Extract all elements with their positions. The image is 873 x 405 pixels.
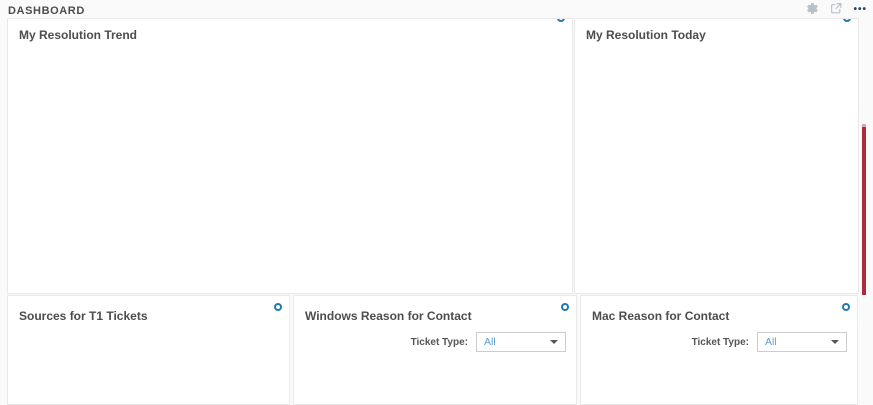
ticket-type-label: Ticket Type:	[410, 336, 468, 348]
more-options-button[interactable]: •••	[853, 5, 867, 15]
ticket-type-dropdown[interactable]: All	[757, 332, 847, 352]
widget-mac-reason-for-contact: Mac Reason for Contact Ticket Type: All	[580, 295, 858, 405]
ticket-type-selected-value: All	[484, 336, 496, 348]
app-header: DASHBOARD •••	[0, 0, 873, 18]
widget-title: My Resolution Today	[586, 28, 706, 42]
page-title: DASHBOARD	[8, 5, 85, 17]
chevron-down-icon	[550, 340, 558, 344]
vertical-scrollbar-thumb[interactable]	[862, 124, 866, 295]
widget-title: Mac Reason for Contact	[592, 309, 730, 323]
ticket-type-dropdown[interactable]: All	[476, 332, 566, 352]
gear-icon[interactable]	[842, 303, 850, 311]
gear-icon[interactable]	[561, 303, 569, 311]
widget-windows-reason-for-contact: Windows Reason for Contact Ticket Type: …	[293, 295, 577, 405]
share-icon	[829, 2, 843, 18]
ticket-type-filter: Ticket Type: All	[411, 332, 566, 352]
ticket-type-label: Ticket Type:	[691, 336, 749, 348]
widget-title: Windows Reason for Contact	[305, 309, 472, 323]
ticket-type-filter: Ticket Type: All	[692, 332, 847, 352]
gear-icon[interactable]	[557, 19, 565, 22]
header-toolbar: •••	[806, 3, 867, 17]
widget-my-resolution-today: My Resolution Today	[574, 18, 859, 294]
widget-title: Sources for T1 Tickets	[19, 309, 148, 323]
widget-sources-for-t1-tickets: Sources for T1 Tickets	[7, 295, 290, 405]
widget-my-resolution-trend: My Resolution Trend	[7, 18, 573, 294]
widget-title: My Resolution Trend	[19, 28, 138, 42]
ticket-type-selected-value: All	[765, 336, 777, 348]
chevron-down-icon	[831, 340, 839, 344]
gear-icon	[806, 2, 819, 18]
share-button[interactable]	[829, 2, 843, 18]
ellipsis-icon: •••	[853, 4, 867, 15]
settings-button[interactable]	[806, 2, 819, 18]
gear-icon[interactable]	[843, 19, 851, 22]
gear-icon[interactable]	[274, 303, 282, 311]
